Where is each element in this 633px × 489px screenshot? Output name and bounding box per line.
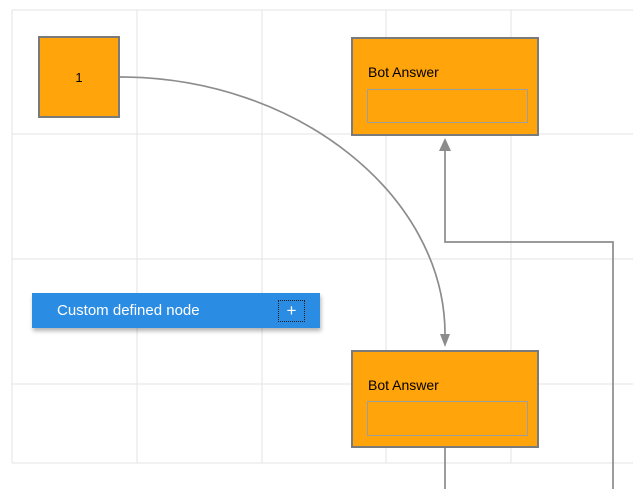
- bot-answer-top-label: Bot Answer: [368, 64, 439, 80]
- node-1-label: 1: [75, 69, 83, 85]
- node-custom-defined[interactable]: Custom defined node +: [32, 293, 320, 328]
- orthogonal-connector[interactable]: [444, 150, 614, 489]
- orthogonal-connector-arrowhead: [439, 138, 451, 151]
- node-bot-answer-top[interactable]: Bot Answer: [351, 37, 539, 136]
- curve-connector[interactable]: [119, 76, 446, 335]
- bot-answer-bottom-input-box[interactable]: [367, 401, 528, 436]
- curve-connector-arrowhead: [440, 334, 450, 347]
- bot-answer-bottom-label: Bot Answer: [368, 377, 439, 393]
- bot-answer-top-input-box[interactable]: [367, 89, 528, 123]
- custom-node-label: Custom defined node: [57, 302, 200, 319]
- add-port-button[interactable]: +: [278, 300, 305, 322]
- plus-icon: +: [286, 300, 297, 320]
- node-bot-answer-bottom[interactable]: Bot Answer: [351, 350, 539, 448]
- node-1[interactable]: 1: [38, 36, 120, 118]
